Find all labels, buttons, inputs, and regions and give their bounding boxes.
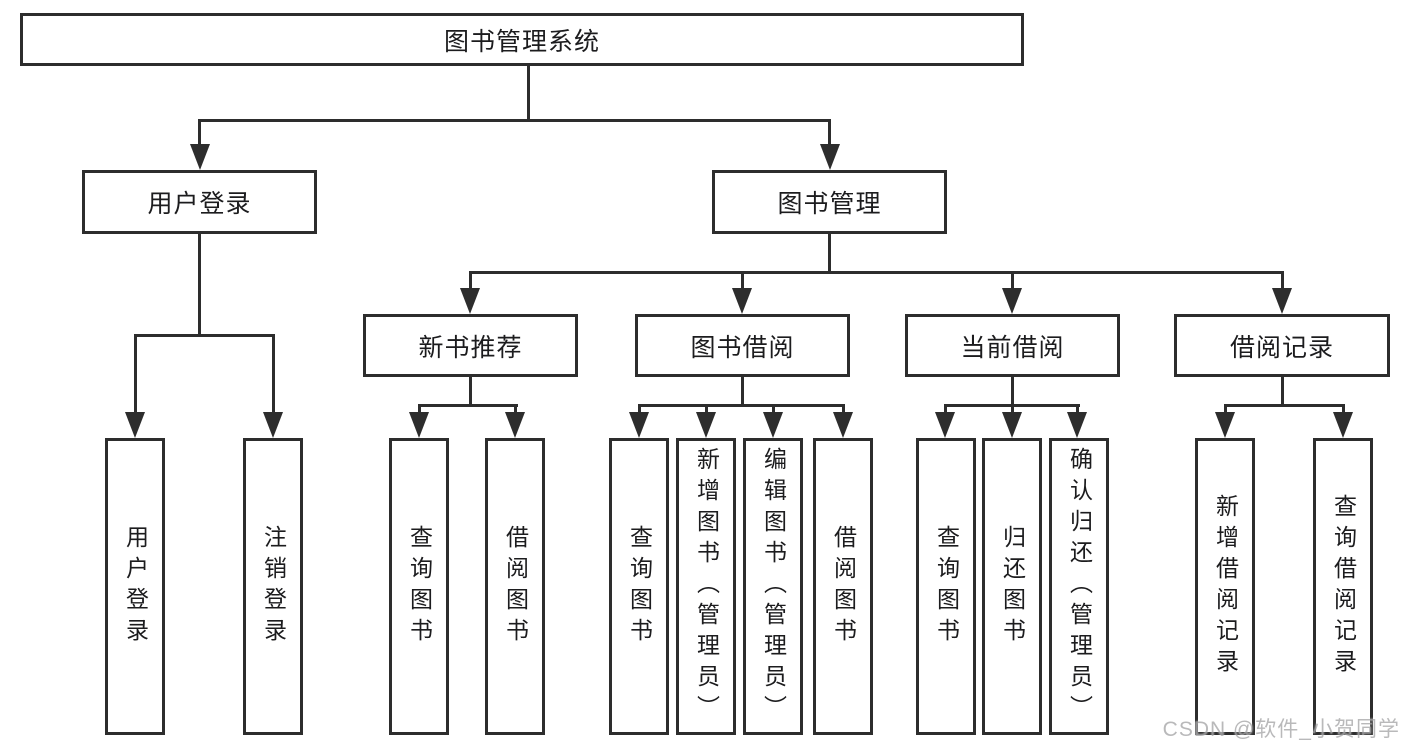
- leaf-new-books-borrow: 借阅图书: [485, 438, 545, 735]
- arrowhead-m2-leaf-4: [833, 412, 853, 438]
- arrowhead-m2-leaf-3: [763, 412, 783, 438]
- node-user-login-label: 用户登录: [147, 190, 252, 218]
- connector-user-rail: [134, 334, 275, 337]
- leaf-borrow-borrow: 借阅图书: [813, 438, 873, 735]
- node-module-book-borrow: 图书借阅: [635, 314, 850, 377]
- leaf-records-add-label: 新增借阅记录: [1212, 493, 1239, 680]
- arrowhead-to-module-borrow-records: [1272, 288, 1292, 314]
- connector-m4-stem: [1281, 376, 1284, 406]
- node-user-login-branch: 用户登录: [82, 170, 317, 234]
- connector-m2-drop-3: [772, 404, 775, 416]
- connector-book-drop-2: [741, 271, 744, 291]
- connector-root-drop-user: [198, 119, 201, 149]
- connector-user-drop-1: [134, 334, 137, 416]
- leaf-records-query-label: 查询借阅记录: [1330, 493, 1357, 680]
- node-root-label: 图书管理系统: [443, 27, 600, 56]
- leaf-records-query: 查询借阅记录: [1313, 438, 1373, 735]
- arrowhead-m3-leaf-3: [1067, 412, 1087, 438]
- node-module-current-borrow: 当前借阅: [905, 314, 1120, 377]
- connector-m3-drop-3: [1076, 404, 1079, 416]
- node-module-new-books: 新书推荐: [363, 314, 578, 377]
- connector-m3-drop-2: [1011, 404, 1014, 416]
- arrowhead-m3-leaf-1: [935, 412, 955, 438]
- connector-root-stem: [527, 66, 530, 121]
- leaf-user-login-label: 用户登录: [122, 524, 149, 649]
- leaf-user-login: 用户登录: [105, 438, 165, 735]
- module-book-borrow-label: 图书借阅: [690, 333, 795, 362]
- connector-m2-drop-1: [638, 404, 641, 416]
- connector-book-drop-4: [1281, 271, 1284, 291]
- arrowhead-to-user-login: [190, 144, 210, 170]
- module-borrow-records-label: 借阅记录: [1229, 333, 1334, 362]
- arrowhead-to-module-book-borrow: [732, 288, 752, 314]
- leaf-borrow-edit-admin-label: 编辑图书（管理员）: [760, 447, 787, 726]
- connector-m1-drop-2: [514, 404, 517, 416]
- connector-user-drop-2: [272, 334, 275, 416]
- leaf-current-return-label: 归还图书: [999, 524, 1026, 649]
- arrowhead-m2-leaf-2: [696, 412, 716, 438]
- connector-user-stem: [198, 232, 201, 336]
- leaf-borrow-add-admin: 新增图书（管理员）: [676, 438, 736, 735]
- arrowhead-m1-leaf-2: [505, 412, 525, 438]
- connector-m2-drop-2: [705, 404, 708, 416]
- module-current-borrow-label: 当前借阅: [960, 333, 1065, 362]
- arrowhead-to-leaf-logout: [263, 412, 283, 438]
- connector-m2-stem: [741, 376, 744, 406]
- connector-m2-drop-4: [842, 404, 845, 416]
- leaf-new-books-query: 查询图书: [389, 438, 449, 735]
- connector-m3-stem: [1011, 376, 1014, 406]
- arrowhead-to-module-current-borrow: [1002, 288, 1022, 314]
- leaf-borrow-query: 查询图书: [609, 438, 669, 735]
- leaf-new-books-query-label: 查询图书: [406, 524, 433, 649]
- arrowhead-to-book-management: [820, 144, 840, 170]
- arrowhead-m4-leaf-1: [1215, 412, 1235, 438]
- leaf-logout: 注销登录: [243, 438, 303, 735]
- leaf-borrow-borrow-label: 借阅图书: [830, 524, 857, 649]
- leaf-logout-label: 注销登录: [260, 524, 287, 649]
- node-book-management-branch: 图书管理: [712, 170, 947, 234]
- node-root: 图书管理系统: [20, 13, 1024, 66]
- leaf-new-books-borrow-label: 借阅图书: [502, 524, 529, 649]
- arrowhead-m2-leaf-1: [629, 412, 649, 438]
- leaf-current-confirm-admin: 确认归还（管理员）: [1049, 438, 1109, 735]
- connector-m1-stem: [469, 376, 472, 406]
- arrowhead-to-leaf-user-login: [125, 412, 145, 438]
- connector-book-drop-1: [469, 271, 472, 291]
- connector-m2-rail: [638, 404, 845, 407]
- arrowhead-m3-leaf-2: [1002, 412, 1022, 438]
- connector-root-rail: [198, 119, 831, 122]
- leaf-borrow-query-label: 查询图书: [626, 524, 653, 649]
- leaf-current-return: 归还图书: [982, 438, 1042, 735]
- connector-m4-drop-1: [1224, 404, 1227, 416]
- connector-book-rail: [469, 271, 1283, 274]
- leaf-current-query: 查询图书: [916, 438, 976, 735]
- leaf-records-add: 新增借阅记录: [1195, 438, 1255, 735]
- connector-book-drop-3: [1011, 271, 1014, 291]
- connector-root-drop-book: [828, 119, 831, 149]
- leaf-borrow-add-admin-label: 新增图书（管理员）: [693, 447, 720, 726]
- leaf-current-query-label: 查询图书: [933, 524, 960, 649]
- connector-book-stem: [828, 232, 831, 274]
- connector-m3-drop-1: [944, 404, 947, 416]
- leaf-current-confirm-admin-label: 确认归还（管理员）: [1066, 447, 1093, 726]
- arrowhead-m4-leaf-2: [1333, 412, 1353, 438]
- leaf-borrow-edit-admin: 编辑图书（管理员）: [743, 438, 803, 735]
- arrowhead-m1-leaf-1: [409, 412, 429, 438]
- connector-m4-drop-2: [1342, 404, 1345, 416]
- module-new-books-label: 新书推荐: [418, 333, 523, 362]
- arrowhead-to-module-new-books: [460, 288, 480, 314]
- node-module-borrow-records: 借阅记录: [1174, 314, 1390, 377]
- connector-m1-drop-1: [418, 404, 421, 416]
- connector-m1-rail: [418, 404, 518, 407]
- csdn-watermark: CSDN @软件_小贺同学: [1162, 718, 1400, 741]
- node-book-management-label: 图书管理: [777, 190, 882, 218]
- connector-m4-rail: [1224, 404, 1344, 407]
